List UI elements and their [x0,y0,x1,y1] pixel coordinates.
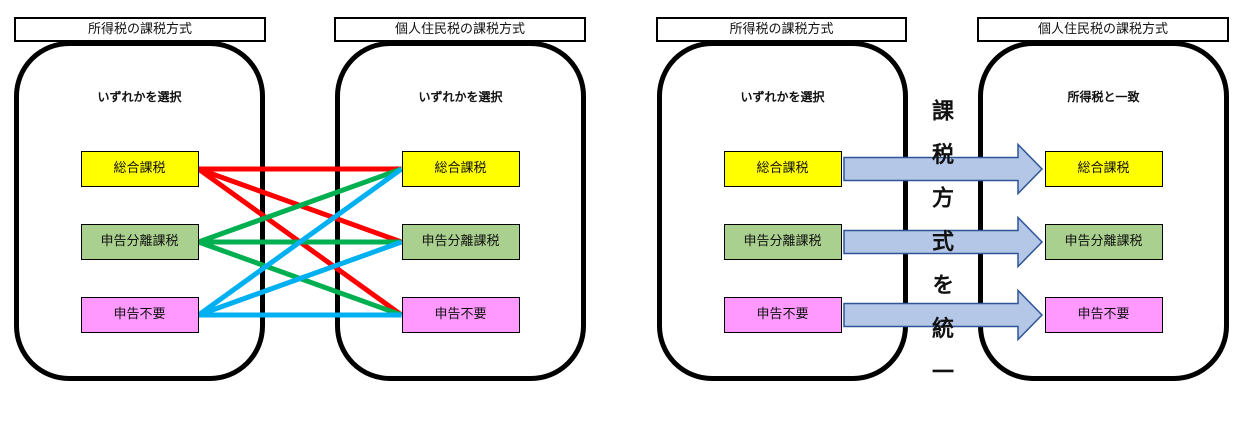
resident-tax-header-left: 個人住民税の課税方式 [334,17,586,42]
income-no-filing-box-left: 申告不要 [80,297,199,333]
resident-separate-taxation-box-left: 申告分離課税 [401,224,520,260]
resident-tax-header-right: 個人住民税の課税方式 [977,17,1229,42]
income-tax-header-left: 所得税の課税方式 [14,17,266,42]
income-tax-panel-left: いずれかを選択 総合課税 申告分離課税 申告不要 [14,41,265,381]
income-tax-caption-left: いずれかを選択 [97,90,182,104]
resident-no-filing-box-right: 申告不要 [1044,297,1163,333]
income-general-taxation-box-right: 総合課税 [723,151,842,187]
resident-separate-taxation-box-right: 申告分離課税 [1044,224,1163,260]
income-tax-caption-right: いずれかを選択 [740,90,825,104]
resident-general-taxation-box-left: 総合課税 [401,151,520,187]
income-separate-taxation-box-right: 申告分離課税 [723,224,842,260]
resident-tax-panel-right: 所得税と一致 総合課税 申告分離課税 申告不要 [978,41,1229,381]
income-separate-taxation-box-left: 申告分離課税 [80,224,199,260]
resident-general-taxation-box-right: 総合課税 [1044,151,1163,187]
income-no-filing-box-right: 申告不要 [723,297,842,333]
income-tax-panel-right: いずれかを選択 総合課税 申告分離課税 申告不要 [657,41,908,381]
income-general-taxation-box-left: 総合課税 [80,151,199,187]
unify-taxation-method-label: 課税方式を統一 [928,99,953,404]
resident-tax-caption-right: 所得税と一致 [1067,90,1140,104]
resident-tax-panel-left: いずれかを選択 総合課税 申告分離課税 申告不要 [335,41,586,381]
income-tax-header-right: 所得税の課税方式 [656,17,907,42]
resident-no-filing-box-left: 申告不要 [401,297,520,333]
resident-tax-caption-left: いずれかを選択 [418,90,503,104]
